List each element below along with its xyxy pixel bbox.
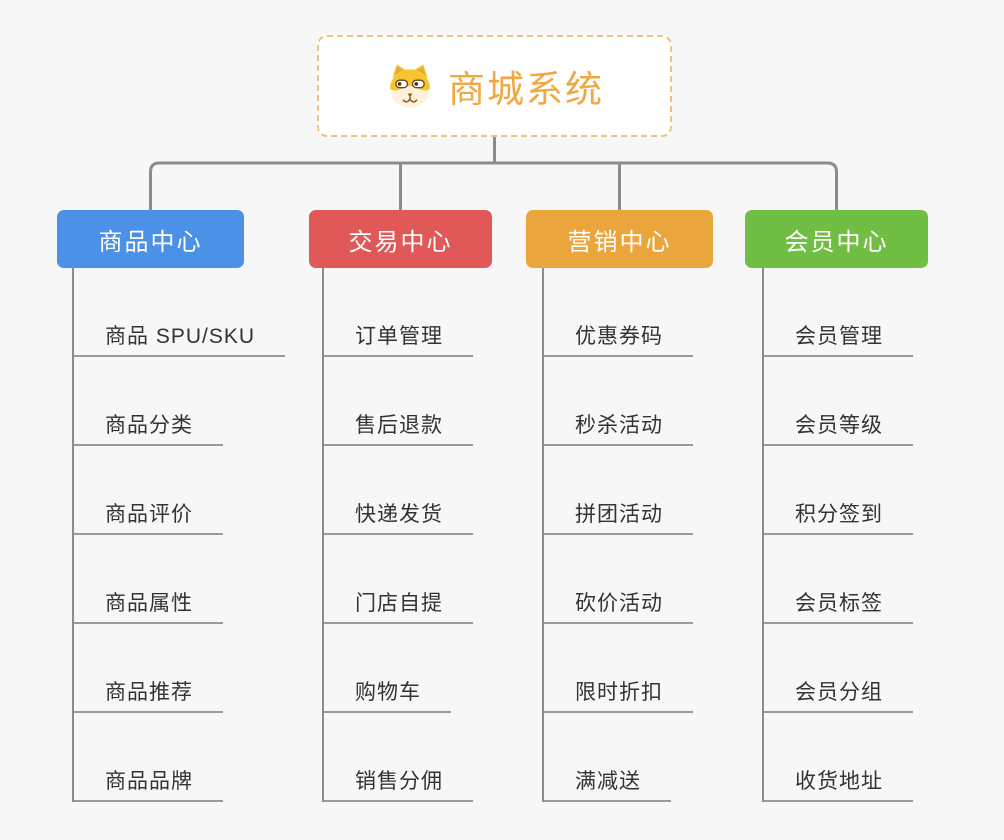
child-node[interactable]: 购物车	[324, 624, 473, 713]
branch-node-member-center[interactable]: 会员中心	[745, 210, 928, 268]
root-node-label: 商城系统	[448, 69, 604, 110]
child-list-trade-center: 订单管理 售后退款 快递发货 门店自提 购物车 销售分佣	[322, 268, 473, 802]
child-list-member-center: 会员管理 会员等级 积分签到 会员标签 会员分组 收货地址	[762, 268, 913, 802]
child-node[interactable]: 商品评价	[74, 446, 285, 535]
child-node[interactable]: 优惠券码	[544, 268, 693, 357]
child-node-label: 商品评价	[74, 498, 223, 535]
branch-node-product-center[interactable]: 商品中心	[57, 210, 244, 268]
child-node-label: 会员标签	[764, 587, 913, 624]
child-node[interactable]: 满减送	[544, 713, 693, 802]
child-node-label: 拼团活动	[544, 498, 693, 535]
child-node-label: 售后退款	[324, 409, 473, 446]
child-node[interactable]: 限时折扣	[544, 624, 693, 713]
tree-connector-path	[149, 137, 838, 210]
child-node[interactable]: 订单管理	[324, 268, 473, 357]
branch-label: 商品中心	[98, 228, 203, 256]
child-node-label: 优惠券码	[544, 320, 693, 357]
child-node-label: 会员分组	[764, 676, 913, 713]
child-node[interactable]: 销售分佣	[324, 713, 473, 802]
child-list-marketing-center: 优惠券码 秒杀活动 拼团活动 砍价活动 限时折扣 满减送	[542, 268, 693, 802]
branch-label: 会员中心	[784, 228, 889, 256]
child-node[interactable]: 快递发货	[324, 446, 473, 535]
child-node-label: 商品 SPU/SKU	[74, 320, 286, 357]
child-node[interactable]: 砍价活动	[544, 535, 693, 624]
branch-node-trade-center[interactable]: 交易中心	[309, 210, 492, 268]
child-list-product-center: 商品 SPU/SKU 商品分类 商品评价 商品属性 商品推荐 商品品牌	[72, 268, 286, 802]
child-node-label: 秒杀活动	[544, 409, 693, 446]
doge-dog-face-icon	[390, 64, 430, 108]
child-node[interactable]: 拼团活动	[544, 446, 693, 535]
child-node-label: 限时折扣	[544, 676, 693, 713]
child-node[interactable]: 会员标签	[764, 535, 913, 624]
branch-label: 交易中心	[348, 228, 453, 256]
root-node[interactable]: 商城系统	[317, 35, 672, 137]
child-node[interactable]: 商品属性	[74, 535, 285, 624]
child-node-label: 购物车	[324, 676, 451, 713]
child-node-label: 会员等级	[764, 409, 913, 446]
child-node-label: 积分签到	[764, 498, 913, 535]
child-node-label: 满减送	[544, 765, 671, 802]
child-node-label: 商品分类	[74, 409, 223, 446]
child-node[interactable]: 收货地址	[764, 713, 913, 802]
child-node[interactable]: 会员分组	[764, 624, 913, 713]
child-node-label: 门店自提	[324, 587, 473, 624]
child-node[interactable]: 门店自提	[324, 535, 473, 624]
child-node[interactable]: 会员管理	[764, 268, 913, 357]
child-node[interactable]: 售后退款	[324, 357, 473, 446]
child-node[interactable]: 商品品牌	[74, 713, 285, 802]
child-node-label: 商品推荐	[74, 676, 223, 713]
child-node[interactable]: 积分签到	[764, 446, 913, 535]
child-node-label: 砍价活动	[544, 587, 693, 624]
child-node[interactable]: 秒杀活动	[544, 357, 693, 446]
child-node-label: 快递发货	[324, 498, 473, 535]
child-node-label: 会员管理	[764, 320, 913, 357]
child-node-label: 商品属性	[74, 587, 223, 624]
child-node[interactable]: 商品分类	[74, 357, 285, 446]
child-node[interactable]: 会员等级	[764, 357, 913, 446]
child-node-label: 商品品牌	[74, 765, 223, 802]
child-node-label: 收货地址	[764, 765, 913, 802]
child-node-label: 销售分佣	[324, 765, 473, 802]
branch-node-marketing-center[interactable]: 营销中心	[526, 210, 713, 268]
child-node[interactable]: 商品推荐	[74, 624, 285, 713]
child-node[interactable]: 商品 SPU/SKU	[74, 268, 286, 357]
child-node-label: 订单管理	[324, 320, 473, 357]
branch-label: 营销中心	[567, 228, 672, 256]
